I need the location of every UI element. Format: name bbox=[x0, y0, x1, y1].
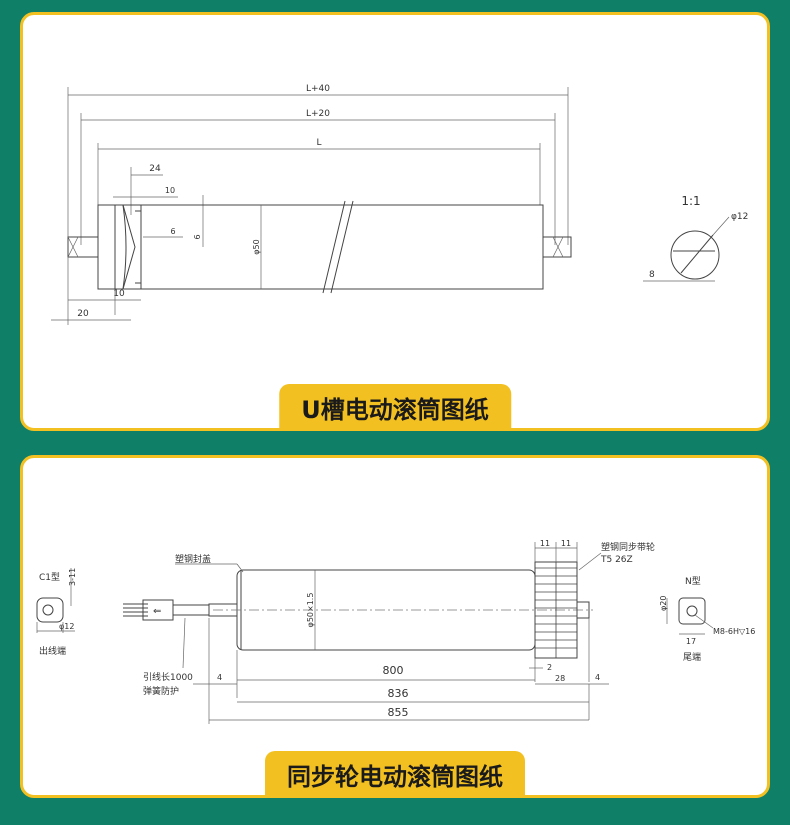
n-thread-spec: M8-6H▽16 bbox=[713, 627, 755, 636]
dim-l-plus-40: L+40 bbox=[306, 84, 330, 94]
spring-guard-label: 弹簧防护 bbox=[143, 685, 179, 697]
dim-phi-50: φ50 bbox=[252, 239, 261, 254]
scale-label: 1:1 bbox=[681, 194, 700, 208]
u-groove-caption: U槽电动滚筒图纸 bbox=[279, 384, 511, 431]
dim-2: 2 bbox=[547, 663, 552, 672]
pulley-label: 塑钢同步带轮 bbox=[601, 541, 655, 553]
dim-24: 24 bbox=[149, 164, 161, 174]
c1-3-11: 3-11 bbox=[68, 568, 77, 586]
dim-10-bottom: 10 bbox=[113, 289, 125, 299]
n-type-label: N型 bbox=[685, 576, 701, 587]
dim-l-plus-20: L+20 bbox=[306, 109, 330, 119]
c1-type-label: C1型 bbox=[39, 572, 60, 583]
sync-pulley-drawing-panel: C1型 φ12 3-11 出线端 ⇐ 引线长1000 弹簧防护 塑钢封盖 bbox=[20, 455, 770, 798]
dim-4-left: 4 bbox=[217, 673, 222, 682]
outlet-end-label: 出线端 bbox=[39, 645, 66, 657]
dim-4-right: 4 bbox=[595, 673, 600, 682]
dim-836: 836 bbox=[388, 687, 409, 700]
tail-end-label: 尾端 bbox=[683, 651, 701, 663]
dim-10-top: 10 bbox=[165, 186, 175, 195]
dim-28: 28 bbox=[555, 674, 565, 683]
dim-phi-12: φ12 bbox=[731, 212, 748, 222]
c1-phi-12: φ12 bbox=[59, 622, 74, 631]
sync-pulley-caption: 同步轮电动滚筒图纸 bbox=[265, 751, 525, 798]
cap-label: 塑钢封盖 bbox=[175, 553, 211, 565]
u-groove-drawing: L+40 L+20 L 24 10 6 6 bbox=[51, 84, 748, 325]
n-17: 17 bbox=[686, 637, 696, 646]
dim-855: 855 bbox=[388, 706, 409, 719]
dim-6-vertical: 6 bbox=[193, 234, 202, 239]
dim-6-horizontal: 6 bbox=[170, 227, 175, 236]
u-groove-drawing-panel: L+40 L+20 L 24 10 6 6 bbox=[20, 12, 770, 431]
lead-length-label: 引线长1000 bbox=[143, 671, 193, 683]
width-11-right: 11 bbox=[561, 539, 571, 548]
dim-20: 20 bbox=[77, 309, 89, 319]
dim-800: 800 bbox=[383, 664, 404, 677]
svg-text:⇐: ⇐ bbox=[153, 606, 161, 617]
dim-8: 8 bbox=[649, 270, 655, 280]
pulley-spec: T5 26Z bbox=[600, 555, 633, 565]
width-11-left: 11 bbox=[540, 539, 550, 548]
sync-pulley-drawing: C1型 φ12 3-11 出线端 ⇐ 引线长1000 弹簧防护 塑钢封盖 bbox=[36, 539, 755, 724]
dim-l: L bbox=[316, 138, 321, 148]
body-diameter: φ50×1.5 bbox=[306, 593, 315, 628]
n-phi-20: φ20 bbox=[659, 596, 668, 611]
